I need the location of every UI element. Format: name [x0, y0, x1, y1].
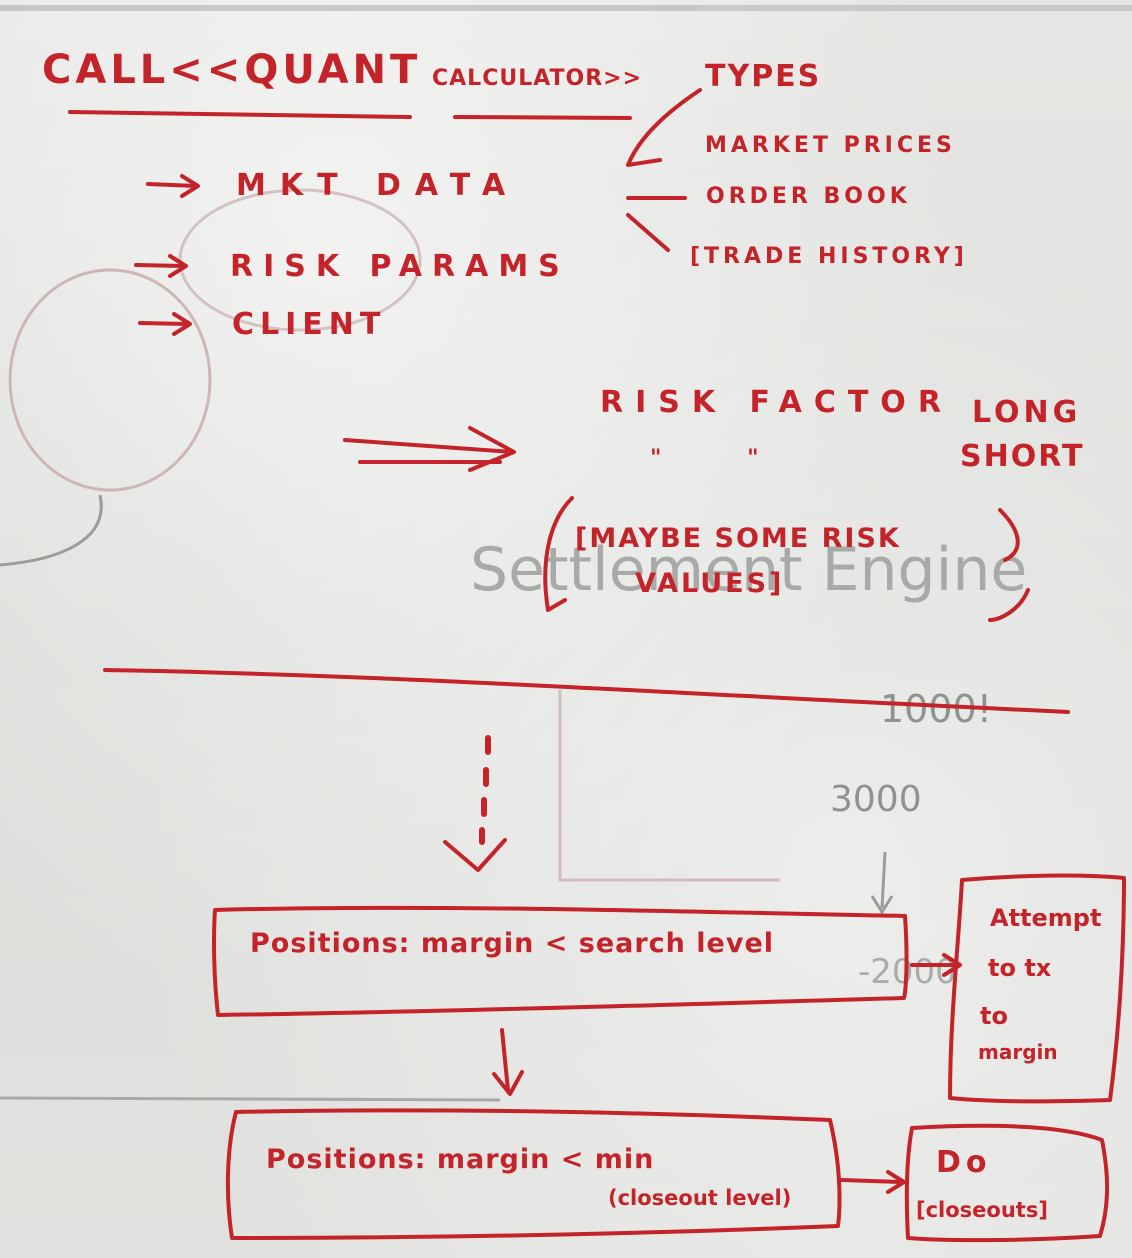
- dotted-arrow-shaft: [479, 735, 491, 845]
- box2-outline: [225, 1108, 842, 1240]
- dotted-arrow-head: [443, 838, 507, 872]
- risk-params-arrow: [134, 254, 188, 278]
- box1-label: Positions: margin < search level: [250, 928, 775, 959]
- client-arrow: [138, 312, 192, 336]
- side2-line2: [closeouts]: [916, 1198, 1048, 1222]
- box2-line1: Positions: margin < min: [266, 1144, 655, 1175]
- side1-line1: Attempt: [990, 904, 1102, 932]
- box2-to-side2-arrow: [840, 1170, 906, 1194]
- types-bracket-top: [626, 88, 702, 167]
- risk-factor-short: SHORT: [960, 439, 1085, 474]
- ghost-number-3000: 3000: [830, 779, 922, 820]
- ghost-strike-line: [0, 1096, 501, 1102]
- risk-factor-long: LONG: [972, 395, 1082, 430]
- mkt-data-arrow: [146, 174, 200, 198]
- header-call-suffix: CALCULATOR>>: [432, 66, 643, 91]
- input-risk-params: RISK PARAMS: [230, 249, 570, 284]
- types-bracket-bottom: [626, 213, 670, 252]
- input-mkt-data: MKT DATA: [236, 168, 520, 203]
- ghost-circle: [8, 268, 212, 492]
- data-type-trade-history: [TRADE HISTORY]: [690, 244, 968, 269]
- header-call-prefix: CALL<<QUANT: [42, 47, 422, 93]
- box1-to-box2-arrow: [492, 1028, 524, 1096]
- input-client: CLIENT: [232, 307, 387, 342]
- box1-to-side1-arrow: [910, 953, 962, 977]
- box2-line2: (closeout level): [608, 1186, 792, 1210]
- maybe-right-bracket: [988, 508, 1030, 622]
- ghost-settlement-engine: Settlement Engine: [470, 535, 1028, 605]
- side1-line2: to tx: [988, 954, 1052, 982]
- risk-factor-label: RISK FACTOR: [600, 385, 953, 420]
- maybe-left-bracket: [543, 496, 574, 612]
- side2-outline: [904, 1123, 1110, 1243]
- title-underline: [68, 110, 632, 120]
- side1-outline: [948, 873, 1126, 1104]
- side1-line3: to: [980, 1002, 1008, 1030]
- maybe-note-line2: VALUES]: [635, 568, 785, 599]
- data-type-market-prices: MARKET PRICES: [705, 133, 956, 158]
- maybe-note-line1: [MAYBE SOME RISK: [575, 523, 901, 554]
- ghost-bracket: [558, 690, 780, 882]
- ghost-hook: [0, 494, 103, 567]
- box1-outline: [212, 905, 909, 1017]
- side1-line4: margin: [978, 1040, 1058, 1064]
- header-types: TYPES: [705, 59, 822, 94]
- ghost-arrow-down: [870, 851, 894, 915]
- divider-line: [103, 668, 1070, 714]
- risk-factor-ditto: " ": [650, 446, 763, 471]
- side2-line1: Do: [936, 1145, 992, 1180]
- data-type-order-book: ORDER BOOK: [706, 184, 911, 209]
